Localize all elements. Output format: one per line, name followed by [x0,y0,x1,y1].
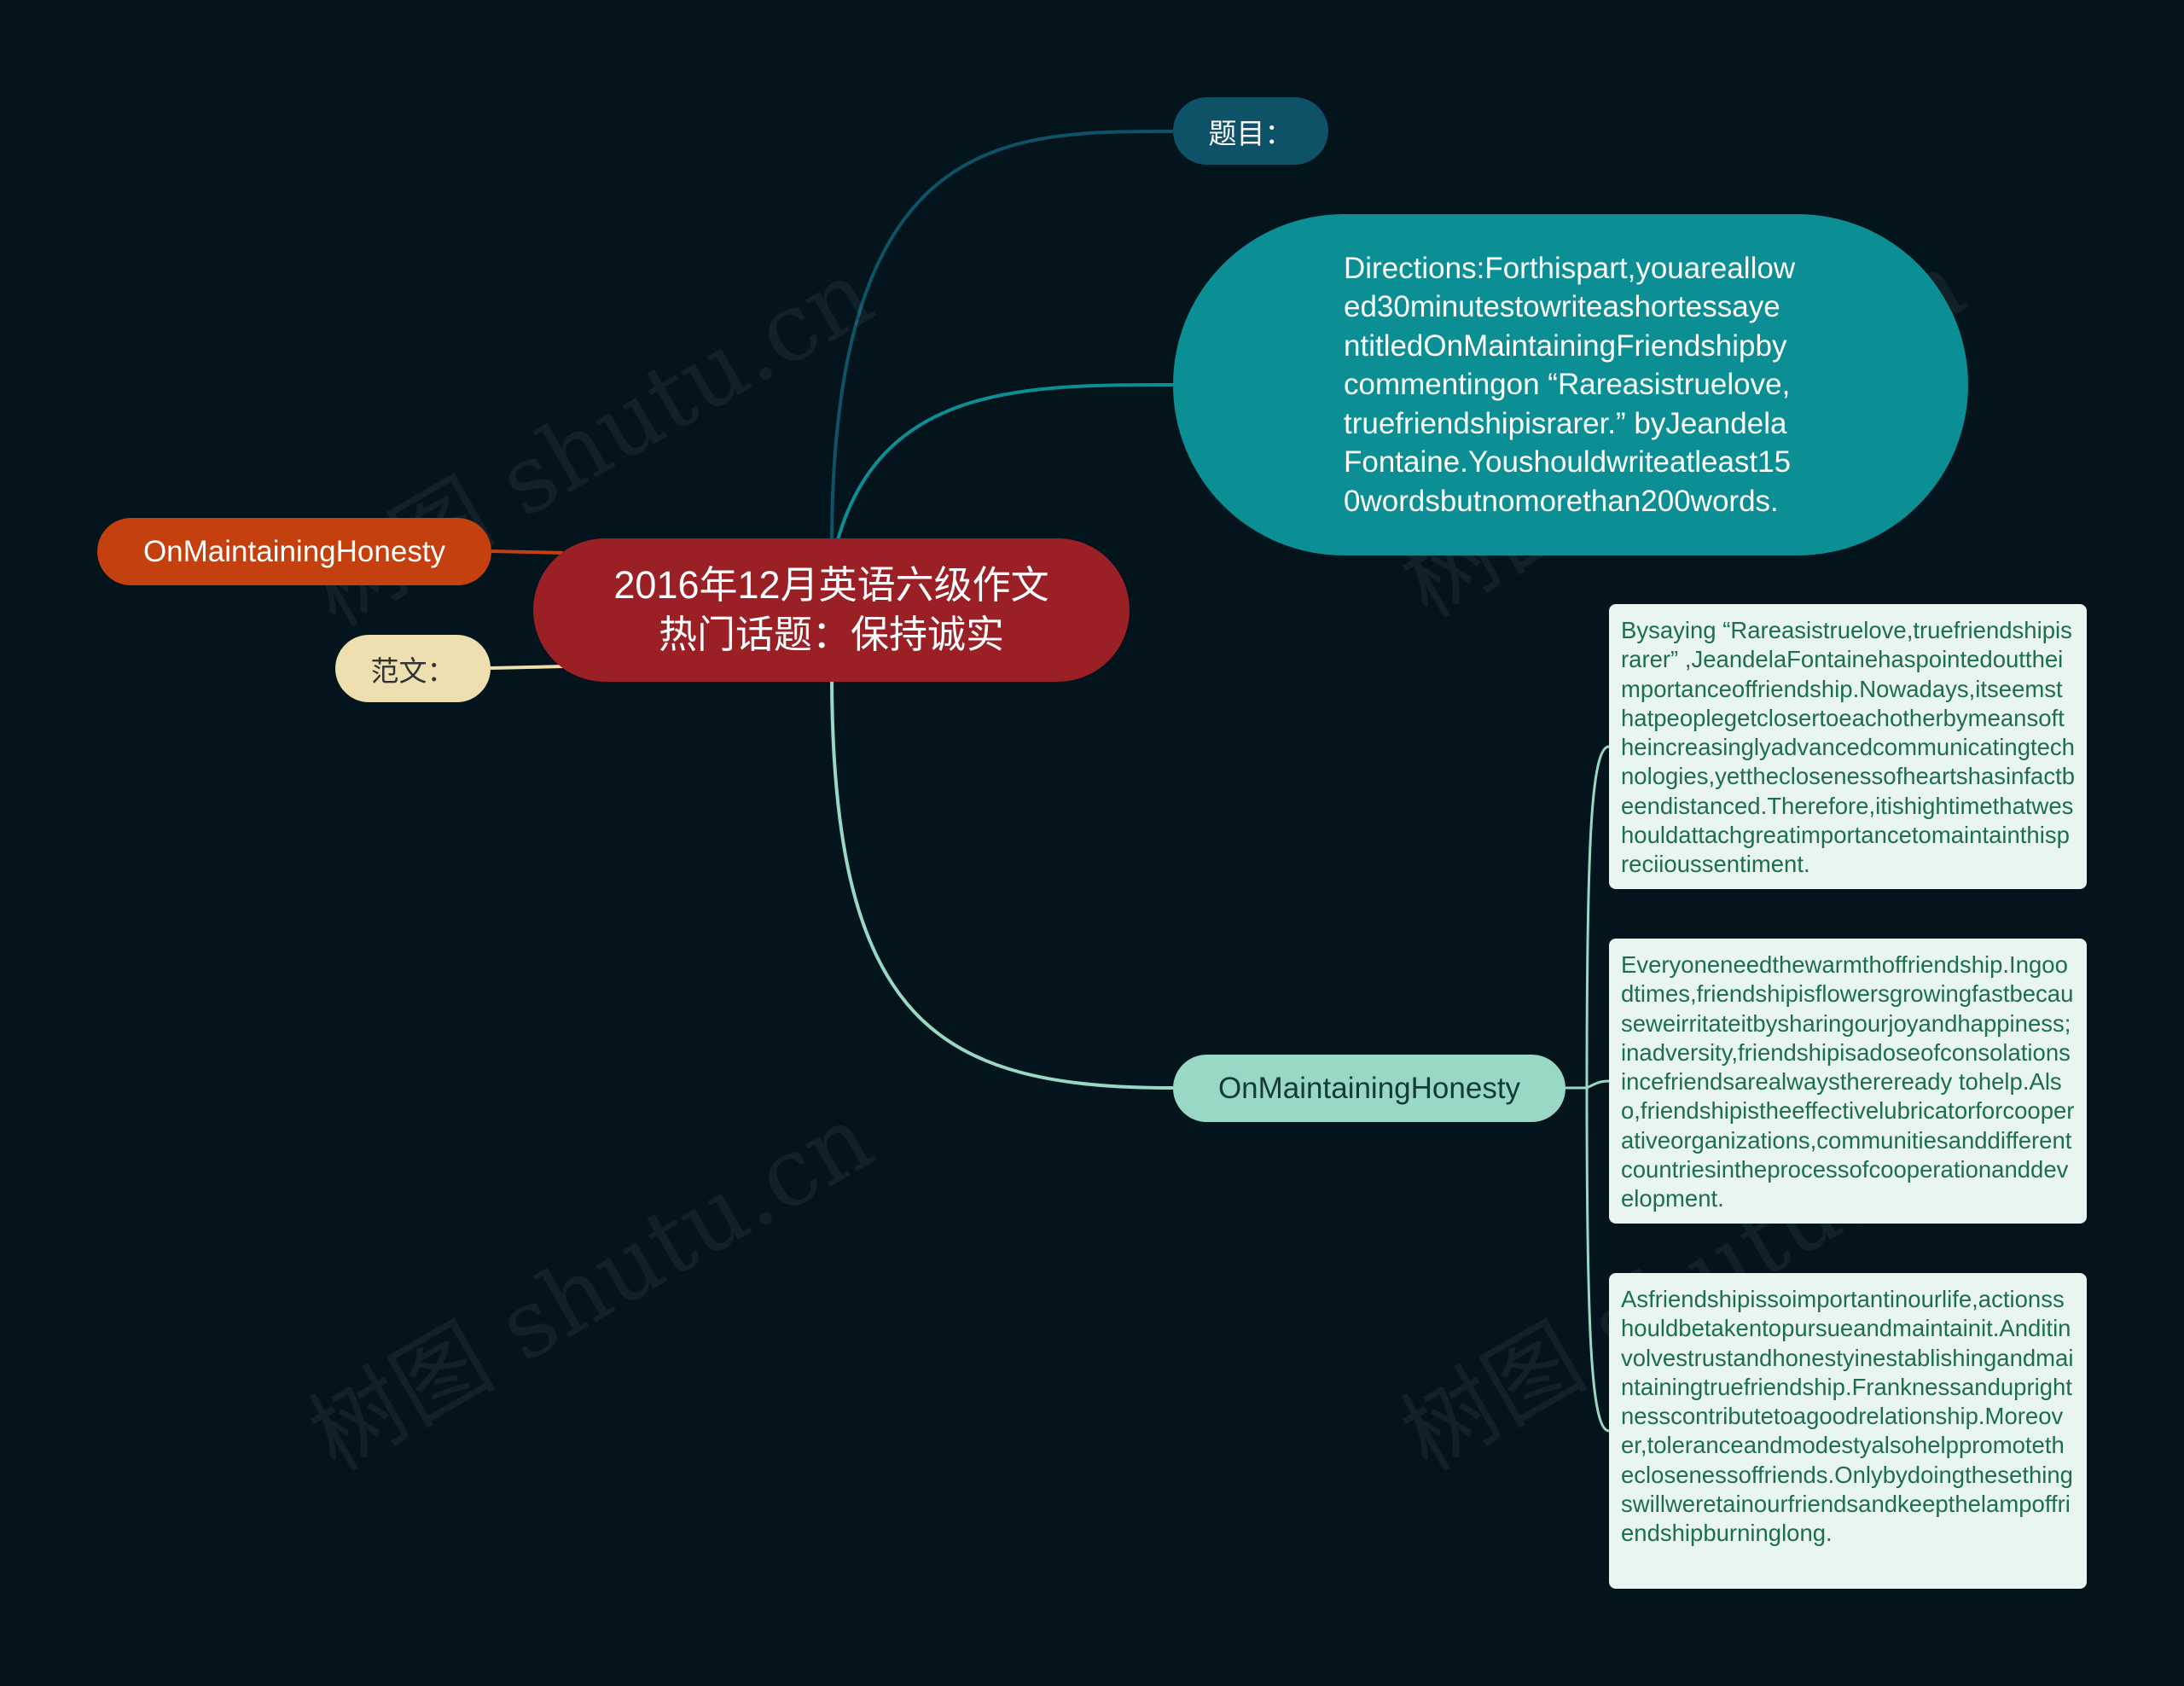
node-directions-text: Directions:Forthispart,youareallowed30mi… [1344,251,1796,518]
link-root-left2 [490,665,564,670]
link-honesty-p1 [1585,745,1610,1089]
root-title-line1: 2016年12月英语六级作文 [613,563,1049,607]
node-right-honesty[interactable]: OnMaintainingHonesty [1173,1055,1565,1122]
link-root-left1 [491,549,564,555]
essay-paragraph-3[interactable]: Asfriendshipissoimportantinourlife,actio… [1609,1273,2087,1589]
root-node[interactable]: 2016年12月英语六级作文 热门话题：保持诚实 [533,538,1130,682]
essay-paragraph-1[interactable]: Bysaying “Rareasistruelove,truefriendshi… [1609,604,2087,889]
link-root-directions [834,382,1174,547]
node-topic-label: 题目： [1208,117,1293,149]
node-topic[interactable]: 题目： [1173,97,1328,165]
root-title-line2: 热门话题：保持诚实 [658,613,1004,656]
node-directions[interactable]: Directions:Forthispart,youareallowed30mi… [1173,214,1968,555]
node-sample-essay-label: 范文： [370,654,456,687]
link-root-honesty [830,673,1174,1090]
node-sample-essay[interactable]: 范文： [335,635,491,702]
link-root-title [830,129,1174,547]
node-left-honesty[interactable]: OnMaintainingHonesty [97,518,491,585]
essay-paragraph-2[interactable]: Everyoneneedthewarmthoffriendship.Ingood… [1609,939,2087,1224]
node-left-honesty-label: OnMaintainingHonesty [142,534,446,568]
node-right-honesty-label: OnMaintainingHonesty [1217,1071,1521,1105]
link-honesty-p3 [1585,1087,1610,1433]
link-honesty-p2 [1586,1079,1610,1090]
